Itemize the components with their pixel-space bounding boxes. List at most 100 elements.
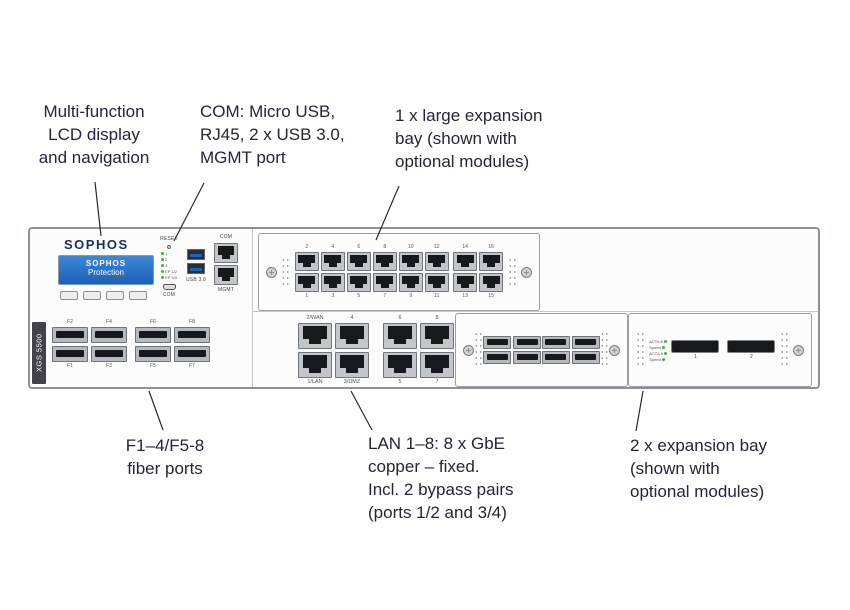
callout-line: Incl. 2 bypass pairs	[368, 480, 514, 499]
port-number: 7	[383, 293, 387, 299]
rj45-grid	[383, 323, 454, 378]
lcd-nav-buttons	[60, 291, 147, 300]
thumbscrew	[266, 266, 277, 278]
rj45-port	[294, 252, 319, 271]
sfp-port	[483, 351, 512, 364]
rj45-port	[298, 352, 332, 378]
panel-divider-horizontal	[252, 311, 818, 312]
sfp-port	[52, 327, 88, 343]
vent-holes	[507, 257, 517, 287]
port-number: 13	[462, 293, 468, 299]
port-number: 8	[435, 315, 439, 321]
usb3-port	[187, 249, 206, 260]
port-number: 14	[462, 244, 468, 250]
rj45-port	[346, 252, 371, 271]
rj45-port	[335, 323, 369, 349]
callout-line: optional modules)	[395, 152, 530, 171]
thumbscrew	[792, 344, 804, 356]
vent-holes	[636, 331, 645, 369]
port-number: 16	[488, 244, 494, 250]
lcd-nav-button	[129, 291, 147, 300]
led-label: 3	[161, 263, 177, 268]
sfp-port	[483, 336, 512, 349]
port-number: 5	[357, 293, 361, 299]
qsfp-port-2: 2	[727, 339, 776, 361]
led-label: EP 1/2	[161, 269, 177, 274]
sfp-port	[541, 351, 570, 364]
sfp-port	[571, 336, 600, 349]
rj45-port	[372, 273, 397, 292]
callout-line: (shown with	[630, 459, 720, 478]
port-number: F1	[67, 363, 73, 369]
rj45-port	[453, 252, 478, 271]
vent-holes	[281, 257, 291, 287]
callout-line: bay (shown with	[395, 129, 517, 148]
sfp-grid	[52, 327, 127, 362]
callout-line: optional modules)	[630, 482, 765, 501]
led-label: EP 3/4	[161, 275, 177, 280]
sfp-port	[52, 346, 88, 362]
vent-holes	[599, 331, 609, 369]
rj45-port	[320, 252, 345, 271]
sfp-grid	[135, 327, 210, 362]
rj45-port	[420, 352, 454, 378]
rj45-group-13-16: 14 16 13 15	[453, 244, 504, 300]
rj45-port	[346, 273, 371, 292]
rj45-grid	[294, 252, 449, 292]
mgmt-port	[214, 265, 238, 285]
port-number: 3	[331, 293, 335, 299]
callout-line: F1–4/F5-8	[125, 436, 205, 455]
led-label: ACT/LK	[649, 351, 667, 356]
port-number: 5	[398, 379, 402, 385]
rj45-port	[479, 273, 504, 292]
sfp-port	[571, 351, 600, 364]
port-number: 1/LAN	[307, 379, 323, 385]
rj45-port	[453, 273, 478, 292]
callout-line: COM: Micro USB,	[200, 102, 336, 121]
thumbscrew	[520, 266, 532, 278]
callout-line: LAN 1–8: 8 x GbE	[368, 434, 506, 453]
led-label: 2	[161, 257, 177, 262]
lcd-text-line2: Protection	[87, 268, 125, 277]
port-number-row: 14 16	[453, 244, 503, 251]
callout-line: LCD display	[48, 125, 140, 144]
usb-cluster: USB 3.0	[186, 249, 206, 284]
port-number: 6	[398, 315, 402, 321]
rj45-port	[383, 352, 417, 378]
micro-usb-port	[162, 284, 176, 290]
rj45-port	[383, 323, 417, 349]
port-number: 12	[434, 244, 440, 250]
rj45-port	[424, 252, 449, 271]
usb3-port	[187, 263, 206, 274]
thumbscrew	[608, 344, 620, 356]
sfp-grid	[483, 336, 542, 364]
thumbscrew	[463, 344, 474, 356]
com-rj45-label: COM	[219, 234, 233, 240]
port-number: 15	[488, 293, 494, 299]
rj45-port	[398, 252, 423, 271]
lcd-nav-button	[83, 291, 101, 300]
led-label: Speed	[649, 357, 667, 362]
rj45-port	[294, 273, 319, 292]
lcd-nav-button	[60, 291, 78, 300]
com-rj45-port	[214, 243, 238, 263]
com-micro-usb-label: COM	[162, 292, 176, 298]
rj45-port	[420, 323, 454, 349]
rj45-grid	[298, 323, 369, 378]
lcd-text-line1: SOPHOS	[85, 259, 127, 268]
